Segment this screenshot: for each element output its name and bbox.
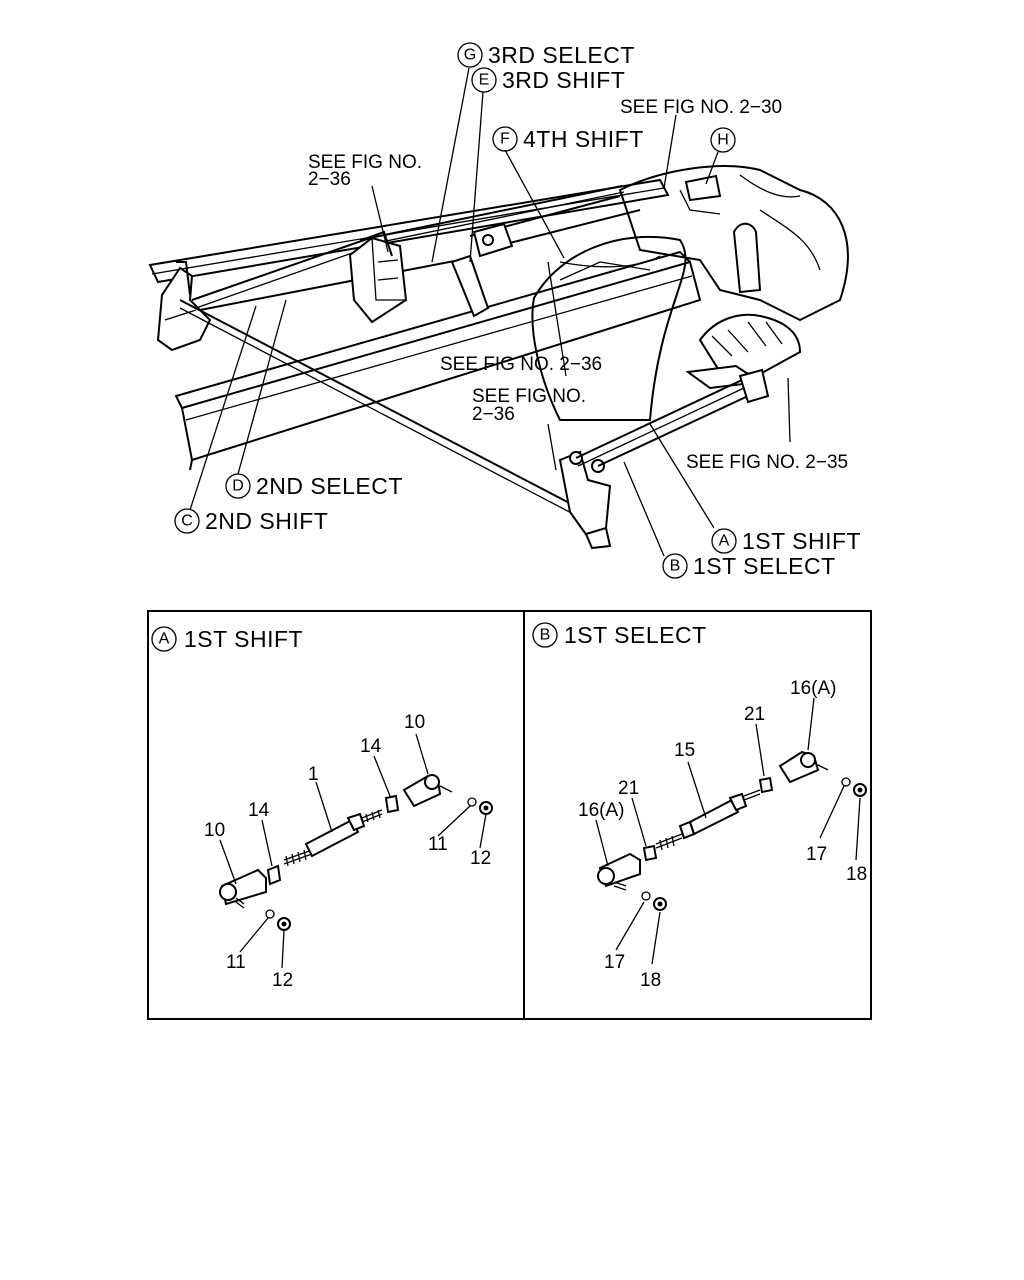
link-marker-g: G 3RD SELECT: [457, 42, 635, 68]
link-marker-c: C 2ND SHIFT: [174, 508, 328, 534]
link-marker-e: E 3RD SHIFT: [471, 67, 625, 93]
svg-text:3RD SELECT: 3RD SELECT: [488, 42, 635, 68]
svg-text:H: H: [717, 132, 729, 149]
detail-a-title: A 1ST SHIFT: [151, 626, 303, 652]
svg-text:1ST SHIFT: 1ST SHIFT: [742, 528, 861, 554]
callout-10-left: 10: [204, 820, 225, 841]
transmission-housing: [531, 165, 849, 421]
callout-17-right: 17: [806, 844, 827, 865]
ref-fig-2-36-mid: SEE FIG NO. 2−36: [440, 354, 602, 375]
callout-15: 15: [674, 740, 695, 761]
svg-text:F: F: [500, 131, 510, 148]
ref-fig-2-36-top: SEE FIG NO.: [308, 152, 422, 173]
ref-fig-2-30: SEE FIG NO. 2−30: [620, 97, 782, 118]
svg-text:E: E: [479, 72, 490, 89]
detail-a-callouts: 10 14 1 14 10 11 12 11 12: [204, 712, 491, 991]
link-marker-h: H: [710, 127, 736, 153]
center-lever-box: [348, 230, 408, 324]
lower-bracket: [558, 368, 770, 550]
detail-b-leaders: [595, 697, 861, 965]
link-marker-b: B 1ST SELECT: [662, 553, 836, 579]
svg-text:1ST SHIFT: 1ST SHIFT: [184, 626, 303, 652]
upper-rods: [191, 185, 641, 311]
svg-text:A: A: [719, 533, 730, 550]
detail-a-rod: [283, 809, 383, 867]
cross-rod: [179, 299, 603, 521]
callout-18-right: 18: [846, 864, 867, 885]
callout-11-bottom: 11: [226, 952, 246, 973]
callout-10-top: 10: [404, 712, 425, 733]
detail-b-right-end: [758, 750, 867, 797]
svg-text:A: A: [159, 631, 170, 648]
svg-text:B: B: [540, 627, 551, 644]
callout-16a-left: 16(A): [578, 800, 624, 821]
svg-text:B: B: [670, 558, 681, 575]
detail-frame: [147, 610, 872, 1020]
ref-fig-2-36-low: SEE FIG NO.: [472, 386, 586, 407]
ref-fig-2-36-low-num: 2−36: [472, 404, 515, 425]
callout-14-top: 14: [360, 736, 382, 757]
svg-text:C: C: [181, 513, 193, 530]
callout-11-right: 11: [428, 834, 448, 855]
overview-callouts: G 3RD SELECT E 3RD SHIFT F 4TH SHIFT H D…: [174, 42, 861, 579]
callout-1: 1: [308, 764, 319, 785]
detail-b-rod: [655, 789, 761, 851]
callout-18-bottom: 18: [640, 970, 661, 991]
svg-text:1ST SELECT: 1ST SELECT: [564, 622, 707, 648]
mid-bracket: [450, 222, 514, 318]
callout-21-top: 21: [744, 704, 765, 725]
svg-text:3RD SHIFT: 3RD SHIFT: [502, 67, 625, 93]
overview-illustration: G 3RD SELECT E 3RD SHIFT F 4TH SHIFT H D…: [148, 42, 861, 579]
ref-fig-2-36-top-num: 2−36: [308, 169, 351, 190]
detail-a-right-end: [384, 774, 493, 815]
figure-references: SEE FIG NO. 2−30 SEE FIG NO. 2−36 SEE FI…: [308, 97, 848, 473]
callout-16a-top: 16(A): [790, 678, 836, 699]
detail-b-callouts: 16(A) 21 15 21 16(A) 17 18 17 18: [578, 678, 867, 991]
callout-17-bottom: 17: [604, 952, 625, 973]
svg-text:D: D: [232, 478, 244, 495]
callout-12-right: 12: [470, 848, 491, 869]
link-marker-a: A 1ST SHIFT: [711, 528, 861, 554]
svg-text:2ND SHIFT: 2ND SHIFT: [205, 508, 328, 534]
detail-b-panel: B 1ST SELECT: [532, 622, 867, 991]
leader-lines: [189, 67, 791, 557]
detail-a-panel: A 1ST SHIFT: [151, 626, 493, 991]
link-marker-d: D 2ND SELECT: [225, 473, 403, 499]
svg-text:4TH SHIFT: 4TH SHIFT: [523, 126, 644, 152]
detail-a-left-end: [219, 864, 291, 931]
detail-b-left-end: [597, 844, 667, 911]
shift-lever: [685, 222, 802, 390]
ref-fig-2-35: SEE FIG NO. 2−35: [686, 452, 848, 473]
link-marker-f: F 4TH SHIFT: [492, 126, 644, 152]
svg-text:G: G: [464, 47, 476, 64]
callout-14-left: 14: [248, 800, 270, 821]
svg-text:1ST SELECT: 1ST SELECT: [693, 553, 836, 579]
detail-b-title: B 1ST SELECT: [532, 622, 707, 648]
callout-21-left: 21: [618, 778, 639, 799]
svg-text:2ND SELECT: 2ND SELECT: [256, 473, 403, 499]
callout-12-bottom: 12: [272, 970, 293, 991]
detail-a-leaders: [219, 733, 487, 969]
left-bracket: [156, 261, 212, 352]
